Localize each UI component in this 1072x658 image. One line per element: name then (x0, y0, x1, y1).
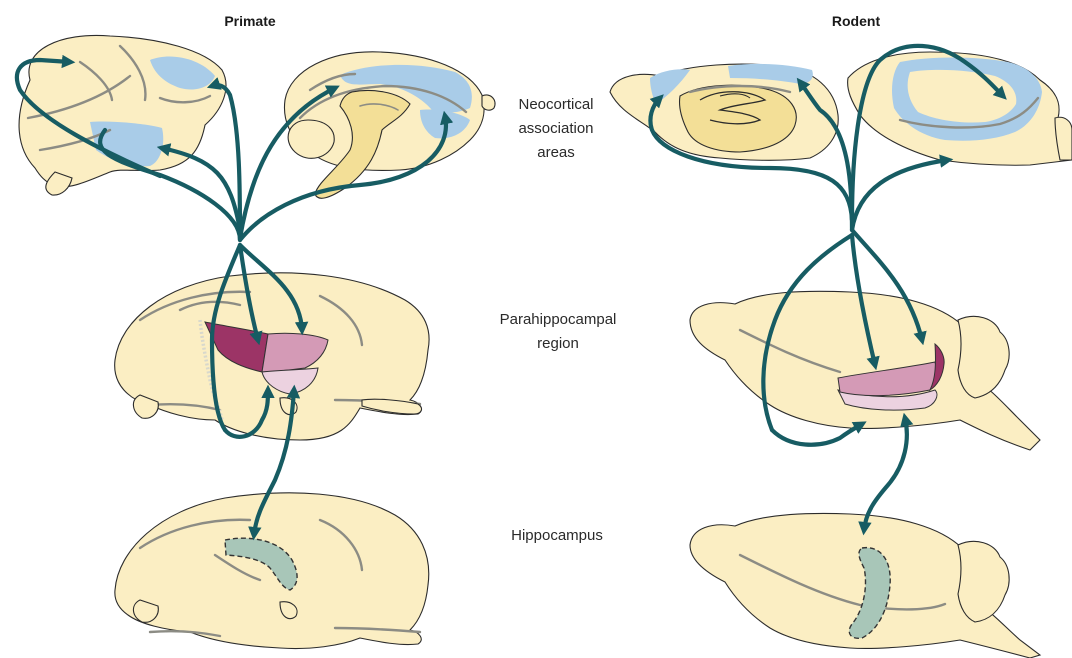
primate-medial-brain (284, 52, 495, 198)
svg-text:region: region (537, 335, 579, 352)
primate-column-title: Primate (224, 13, 276, 29)
rodent-hippocampus-brain (690, 513, 1040, 658)
svg-text:areas: areas (537, 144, 575, 161)
parahippocampal-label: Parahippocampal region (500, 311, 617, 352)
primate-hippocampus-brain (115, 493, 429, 649)
rodent-medial-brain (610, 64, 838, 160)
svg-text:Neocortical: Neocortical (518, 96, 593, 113)
hippocampus-label: Hippocampus (511, 527, 603, 544)
svg-text:Parahippocampal: Parahippocampal (500, 311, 617, 328)
svg-text:association: association (518, 120, 593, 137)
primate-parahippocampal-brain (115, 273, 429, 440)
neocortical-label: Neocortical association areas (518, 96, 593, 161)
rodent-lateral-brain (848, 52, 1072, 165)
rodent-column-title: Rodent (832, 13, 881, 29)
